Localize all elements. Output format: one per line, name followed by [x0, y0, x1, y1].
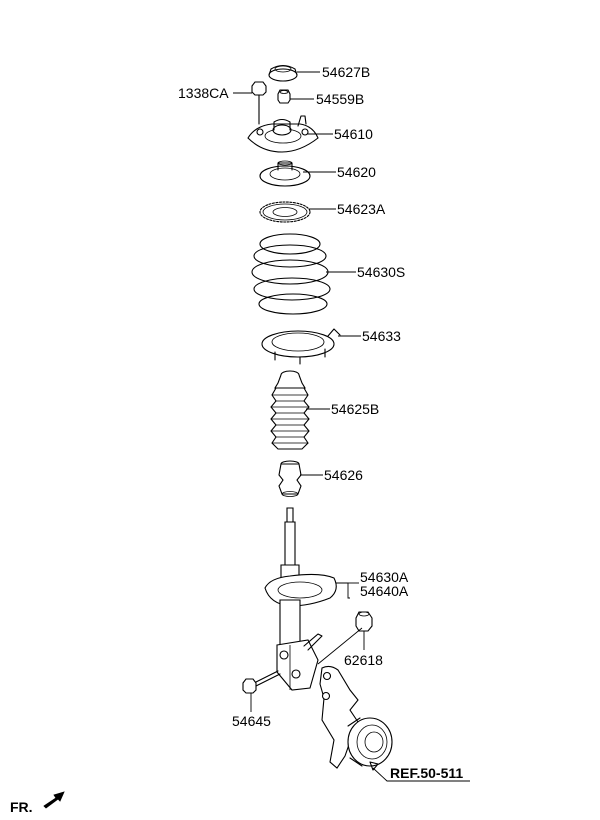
part-54645-bolt [242, 670, 281, 694]
part-62618-nut [355, 611, 373, 632]
part-54633-lower-seat [261, 328, 341, 365]
label-54627B: 54627B [322, 64, 370, 80]
label-54630A: 54630A [360, 569, 409, 585]
label-54623A: 54623A [337, 201, 386, 217]
label-62618: 62618 [344, 652, 383, 668]
fr-arrow-icon [43, 791, 65, 809]
label-54610: 54610 [334, 126, 373, 142]
label-54625B: 54625B [331, 401, 379, 417]
label-54559B: 54559B [316, 91, 364, 107]
part-54620-bearing [259, 160, 311, 187]
label-54630S: 54630S [357, 264, 405, 280]
label-54640A: 54640A [360, 583, 409, 599]
label-54645: 54645 [232, 713, 271, 729]
part-1338CA-bolt [251, 81, 267, 125]
part-54630S-coil-spring [251, 233, 331, 315]
label-ref-50-511[interactable]: REF.50-511 [390, 765, 463, 781]
part-54630A-strut [264, 507, 337, 691]
part-54559B-nut [277, 89, 291, 104]
label-54633: 54633 [362, 328, 401, 344]
steering-knuckle [319, 665, 393, 769]
part-54625B-dust-boot [270, 370, 310, 450]
part-54626-bump-stopper [278, 460, 302, 497]
front-direction-indicator: FR. [10, 791, 65, 815]
part-54623A-spring-pad [259, 201, 311, 223]
part-54627B-cap [268, 64, 298, 82]
part-54610-mount [247, 115, 319, 153]
fr-label: FR. [10, 799, 33, 815]
leader-lines [233, 71, 470, 782]
label-1338CA: 1338CA [178, 85, 229, 101]
label-54620: 54620 [337, 164, 376, 180]
label-54626: 54626 [324, 467, 363, 483]
